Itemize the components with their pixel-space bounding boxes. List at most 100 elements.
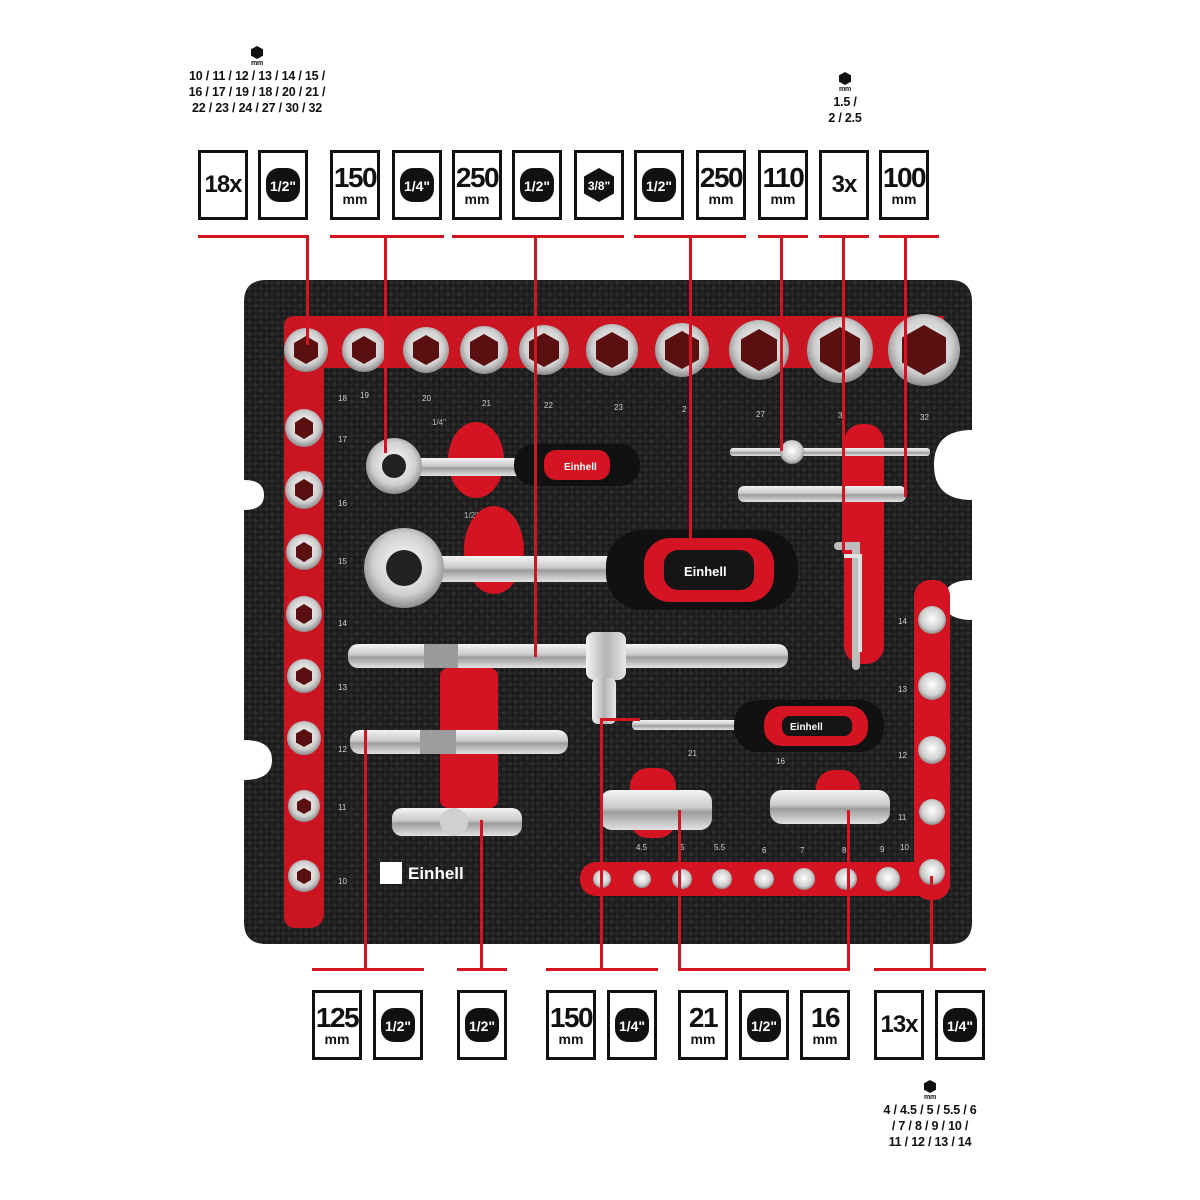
svg-text:23: 23: [614, 403, 623, 412]
socket: [729, 320, 789, 380]
spec-ratchet-large-drive: 1/2": [634, 150, 684, 220]
spark-plug-socket-16: [770, 790, 890, 824]
svg-text:15: 15: [338, 557, 347, 566]
extension-small: [738, 486, 906, 502]
callout-line: [600, 718, 640, 721]
small-socket-sizes-list: mm 4 / 4.5 / 5 / 5.5 / 6 / 7 / 8 / 9 / 1…: [860, 1080, 1000, 1150]
ratchet-small: Einhell: [366, 438, 640, 494]
socket: [286, 534, 322, 570]
svg-text:14: 14: [338, 619, 347, 628]
svg-text:27: 27: [756, 410, 765, 419]
spark-label: 21: [688, 749, 697, 758]
callout-line: [879, 235, 939, 238]
svg-text:Einhell: Einhell: [564, 462, 597, 473]
svg-text:1/2": 1/2": [751, 1018, 777, 1034]
socket: [586, 324, 638, 376]
callout-line: [534, 235, 537, 657]
svg-text:12: 12: [898, 751, 907, 760]
socket: [403, 327, 449, 373]
callout-line: [842, 235, 845, 553]
square-drive-icon: 1/4": [615, 1008, 649, 1042]
svg-text:13: 13: [338, 683, 347, 692]
svg-text:7: 7: [800, 846, 805, 855]
spec-tbar-length: 250 mm: [452, 150, 502, 220]
callout-line: [384, 235, 387, 453]
callout-line: [480, 820, 483, 970]
svg-text:21: 21: [482, 399, 491, 408]
spec-socket-drive: 1/2": [258, 150, 308, 220]
square-drive-icon: 1/2": [465, 1008, 499, 1042]
square-drive-icon: 1/2": [266, 168, 300, 202]
spec-small-socket-count: 13x: [874, 990, 924, 1060]
universal-joint: [392, 808, 522, 836]
sliding-t-bar: [348, 632, 788, 724]
callout-line: [780, 235, 783, 451]
socket: [918, 736, 946, 764]
callout-line: [364, 730, 367, 970]
spec-ujoint-drive: 1/2": [457, 990, 507, 1060]
socket: [918, 606, 946, 634]
drive-label: 1/2": [464, 511, 478, 520]
spec-socket-count: 18x: [198, 150, 248, 220]
callout-line: [847, 810, 850, 970]
svg-text:8: 8: [842, 846, 847, 855]
spec-extension-length: 125 mm: [312, 990, 362, 1060]
spec-spark-plug-a: 21 mm: [678, 990, 728, 1060]
callout-line: [600, 720, 603, 970]
svg-text:1/2": 1/2": [469, 1018, 495, 1034]
hex-key-sizes-list: mm 1.5 / 2 / 2.5: [805, 72, 885, 126]
svg-text:5.5: 5.5: [714, 843, 726, 852]
svg-text:3: 3: [838, 411, 843, 420]
socket: [288, 860, 320, 892]
svg-text:9: 9: [880, 845, 885, 854]
svg-text:6: 6: [762, 846, 767, 855]
svg-text:19: 19: [360, 391, 369, 400]
socket: [285, 409, 323, 447]
top-row-labels: 18 19 20 21 22 23 2 27 3 32: [338, 391, 929, 422]
callout-line: [904, 235, 907, 497]
callout-line: [312, 968, 424, 971]
socket: [342, 328, 386, 372]
socket: [287, 659, 321, 693]
svg-text:32: 32: [920, 413, 929, 422]
small-socket-column: [918, 606, 946, 885]
socket: [807, 317, 873, 383]
spec-small-socket-drive: 1/4": [935, 990, 985, 1060]
left-socket-column: [285, 409, 323, 892]
spec-spark-plug-drive: 1/2": [739, 990, 789, 1060]
socket: [655, 323, 709, 377]
left-column-labels: 17 16 15 14 13 12 11 10: [338, 435, 347, 886]
socket: [633, 870, 651, 888]
spec-spinner-length: 110 mm: [758, 150, 808, 220]
spec-extension-drive: 1/2": [373, 990, 423, 1060]
callout-line: [452, 235, 624, 238]
callout-line: [758, 235, 808, 238]
socket: [754, 869, 774, 889]
square-drive-icon: 1/4": [400, 168, 434, 202]
svg-text:11: 11: [338, 803, 347, 812]
bit-screwdriver: Einhell: [632, 700, 884, 752]
svg-text:14: 14: [898, 617, 907, 626]
socket: [672, 869, 692, 889]
socket: [285, 471, 323, 509]
hex-nut-icon: [839, 72, 851, 85]
socket: [286, 596, 322, 632]
svg-text:3/8": 3/8": [588, 179, 610, 193]
svg-text:20: 20: [422, 394, 431, 403]
callout-line: [678, 968, 850, 971]
drive-label: 1/4": [432, 418, 446, 427]
ratchet-large: Einhell: [364, 528, 798, 610]
svg-text:11: 11: [898, 813, 907, 822]
square-drive-icon: 1/2": [520, 168, 554, 202]
svg-text:17: 17: [338, 435, 347, 444]
socket: [288, 790, 320, 822]
svg-text:4.5: 4.5: [636, 843, 648, 852]
spec-screwdriver-drive: 1/4": [607, 990, 657, 1060]
callout-line: [930, 876, 933, 970]
spark-label: 16: [776, 757, 785, 766]
callout-line: [198, 235, 308, 238]
socket: [712, 869, 732, 889]
extension-bar: [350, 730, 568, 754]
svg-text:Einhell: Einhell: [684, 564, 727, 579]
foam-tray: Einhell Einhell Einhell: [244, 280, 972, 944]
